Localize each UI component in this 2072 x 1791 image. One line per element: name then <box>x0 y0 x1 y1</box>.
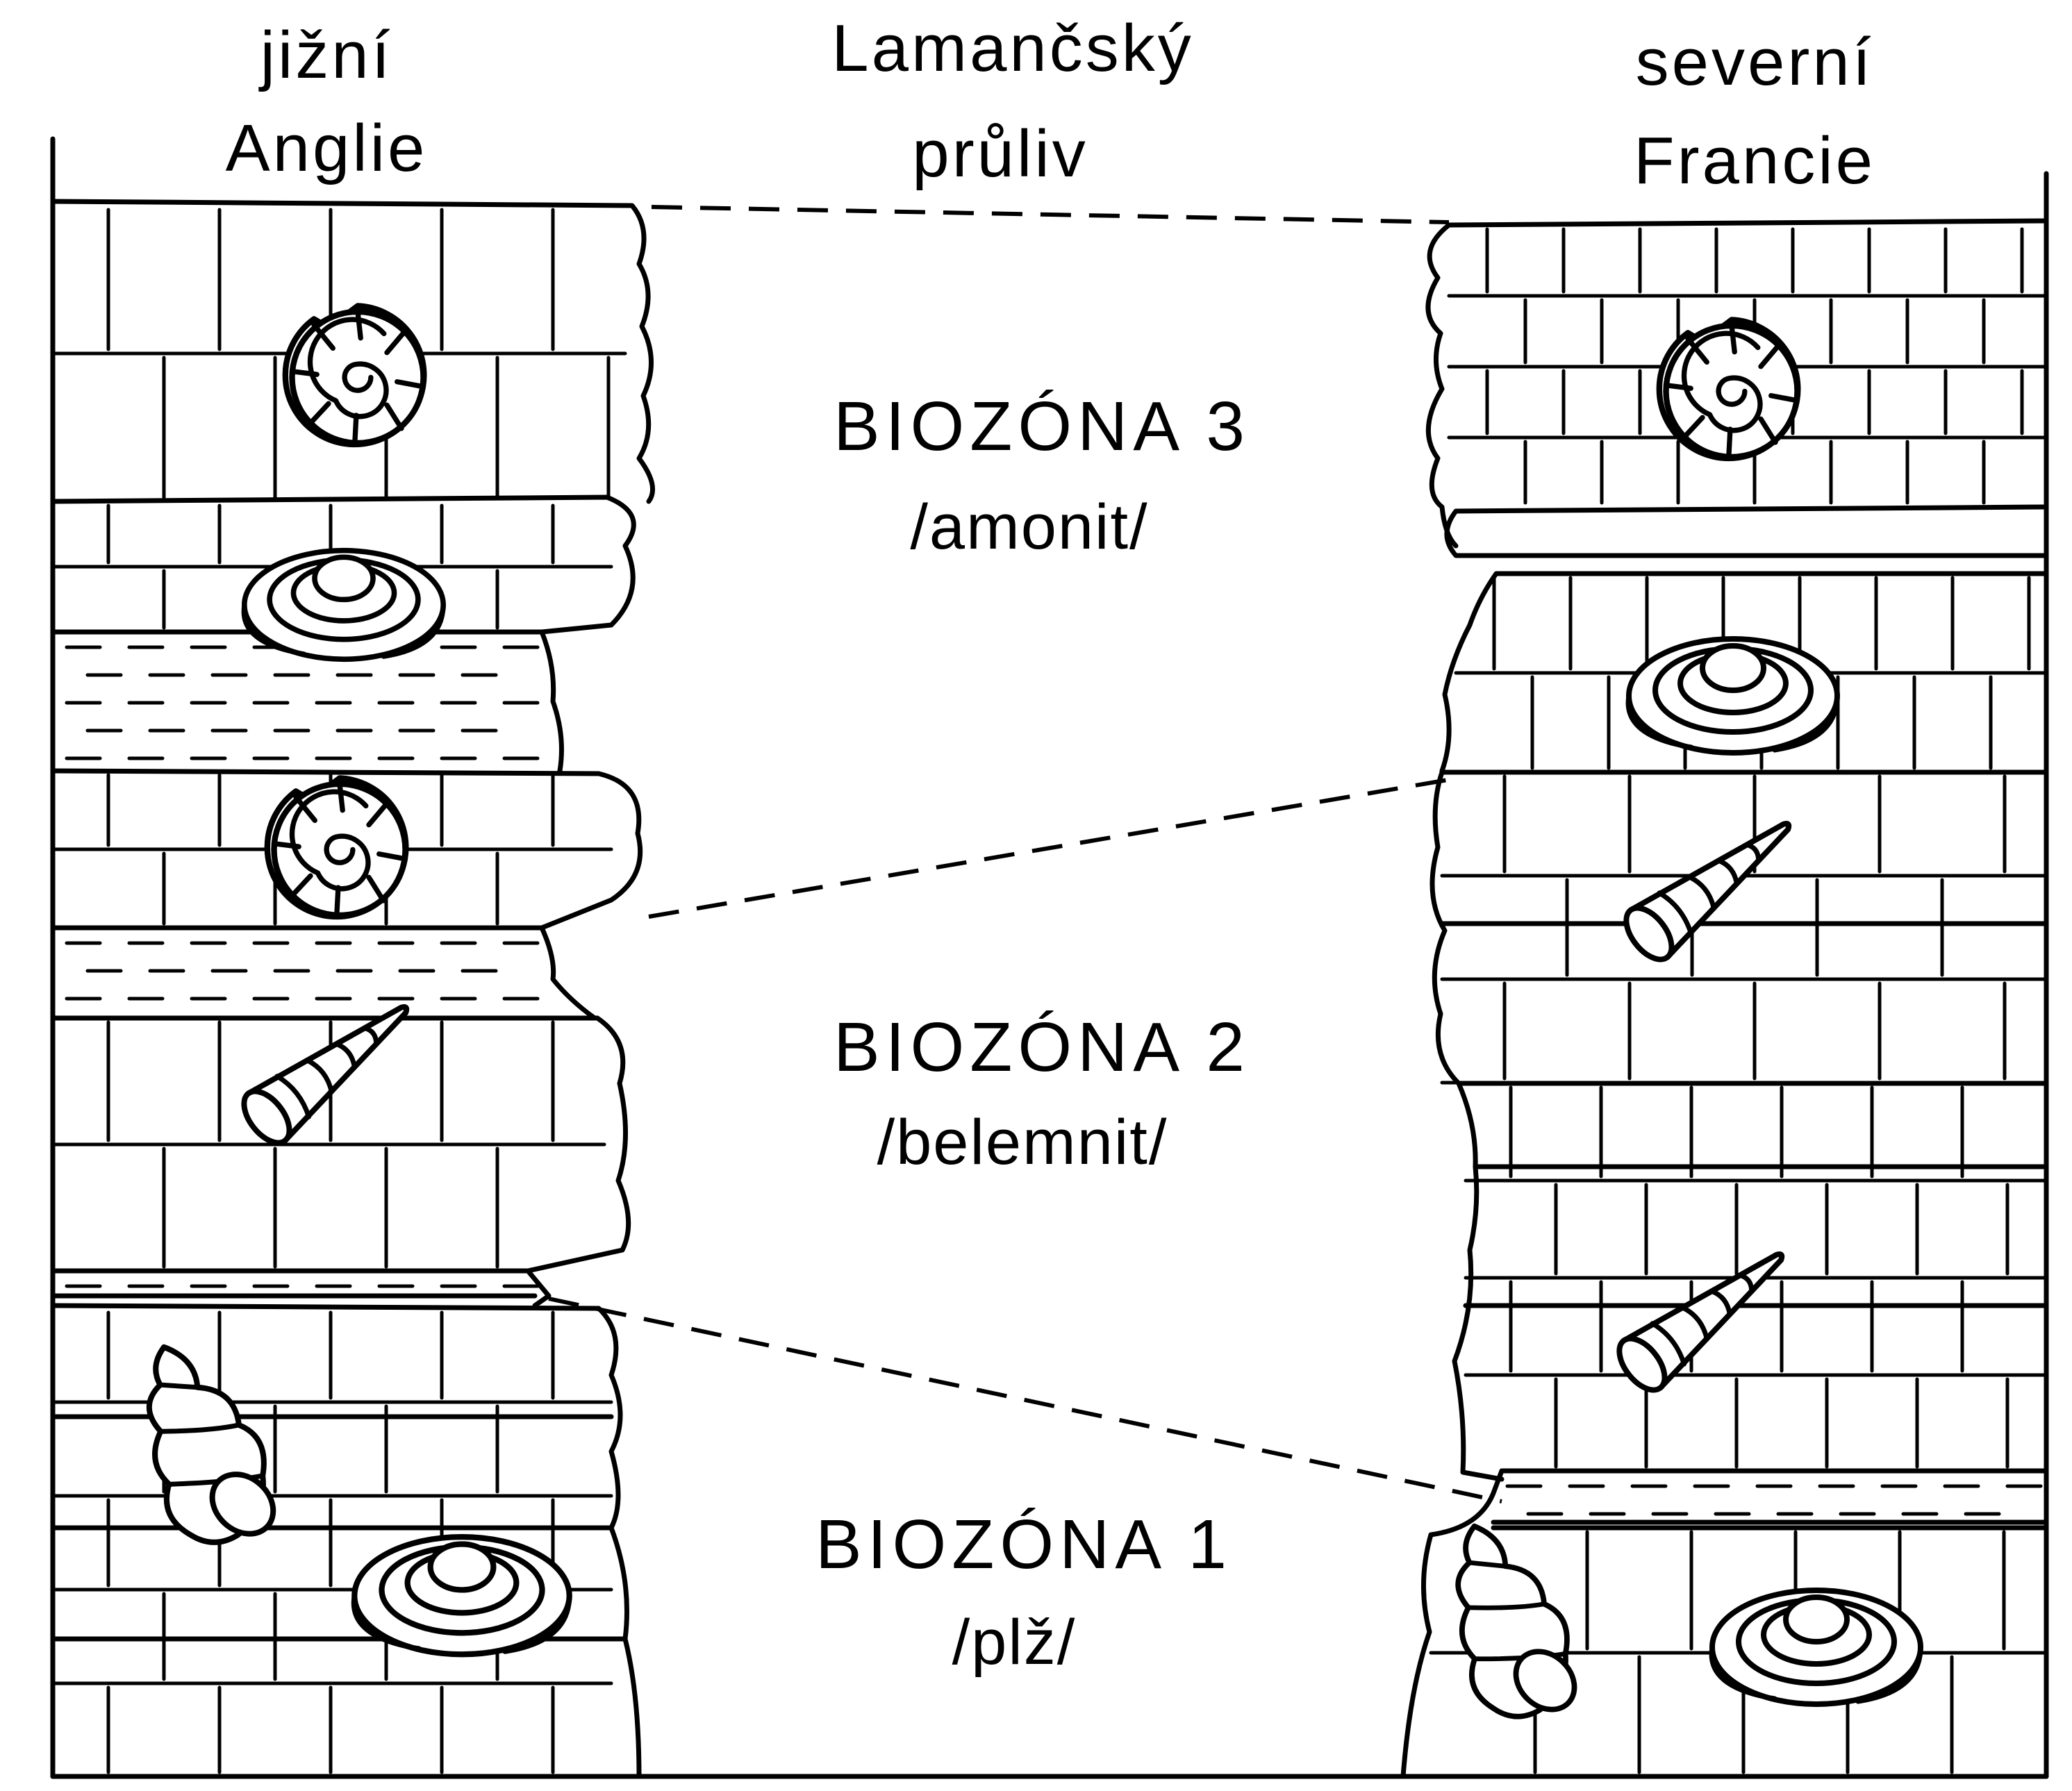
header-middle: Lamančský průliv <box>831 11 1194 191</box>
ammonite-icon <box>285 306 424 444</box>
correlation-line-zone1-2 <box>549 1299 1502 1501</box>
header-right: severní Francie <box>1634 25 1875 198</box>
biozone-3-name: BIOZÓNA 3 <box>834 388 1250 465</box>
header-right-line1: severní <box>1636 25 1874 99</box>
header-middle-line2: průliv <box>912 117 1088 191</box>
fossils-left <box>120 306 570 1655</box>
gastropod-spire-icon <box>1432 1508 1593 1739</box>
header-left-line1: jižní <box>258 18 393 92</box>
correlation-line-zone2-3 <box>649 779 1452 917</box>
gastropod-icon <box>1712 1590 1921 1704</box>
biozone-3-fossil: /amonit/ <box>910 492 1148 563</box>
belemnite-icon <box>1618 801 1807 968</box>
header-middle-line1: Lamančský <box>831 11 1194 85</box>
biozone-3-label: BIOZÓNA 3 /amonit/ <box>834 388 1250 563</box>
biozone-2-name: BIOZÓNA 2 <box>834 1008 1250 1086</box>
biozone-2-label: BIOZÓNA 2 /belemnit/ <box>834 1008 1250 1178</box>
header-left: jižní Anglie <box>226 18 428 185</box>
ammonite-icon <box>267 778 406 917</box>
correlation-line-top <box>652 207 1449 222</box>
header-left-line2: Anglie <box>226 111 428 185</box>
gastropod-spire-icon <box>120 1326 294 1566</box>
header-right-line2: Francie <box>1634 124 1875 198</box>
belemnite-icon <box>1611 1232 1800 1399</box>
gastropod-icon <box>1628 639 1837 753</box>
gastropod-icon <box>244 551 443 660</box>
biozone-2-fossil: /belemnit/ <box>877 1107 1168 1178</box>
ammonite-icon <box>1659 320 1798 458</box>
biozone-1-fossil: /plž/ <box>952 1607 1077 1678</box>
biozone-1-label: BIOZÓNA 1 /plž/ <box>815 1506 1232 1678</box>
biozone-1-name: BIOZÓNA 1 <box>815 1506 1232 1583</box>
gastropod-icon <box>354 1537 569 1654</box>
